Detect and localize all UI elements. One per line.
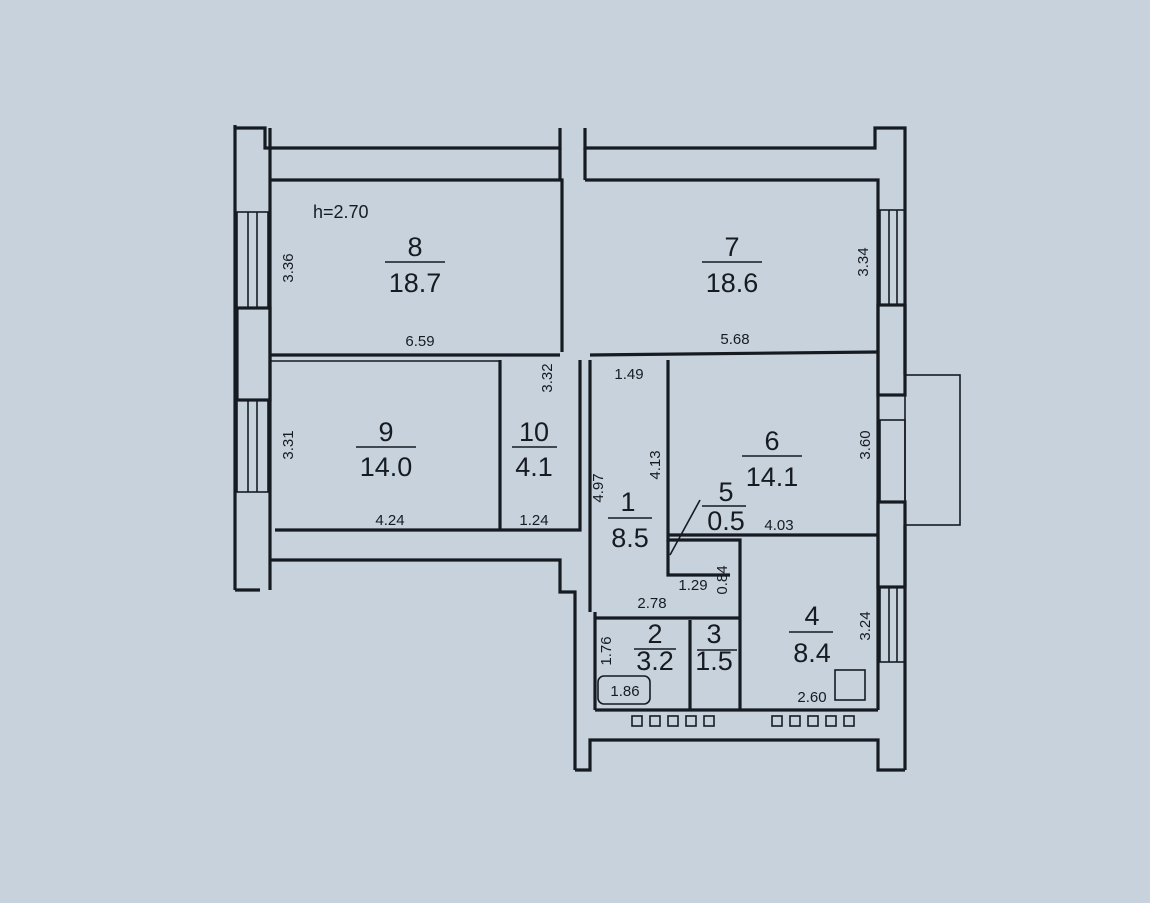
room-number: 6	[764, 426, 779, 456]
room-number: 8	[407, 232, 422, 262]
stove	[834, 669, 866, 701]
window-room-9	[236, 399, 269, 493]
room-area: 1.5	[695, 646, 733, 676]
svg-text:4.97: 4.97	[590, 473, 607, 502]
svg-text:0.84: 0.84	[714, 565, 731, 594]
room-area: 14.0	[360, 452, 413, 482]
svg-text:3.24: 3.24	[857, 611, 874, 640]
svg-text:4.13: 4.13	[647, 450, 664, 479]
room-number: 3	[706, 619, 721, 649]
svg-text:5.68: 5.68	[720, 331, 749, 348]
room-number: 2	[647, 619, 662, 649]
room-number: 9	[378, 417, 393, 447]
room-number: 5	[718, 477, 733, 507]
room-area: 3.2	[636, 646, 674, 676]
svg-text:3.60: 3.60	[857, 430, 874, 459]
svg-text:2.60: 2.60	[797, 689, 826, 706]
room-number: 10	[519, 417, 549, 447]
room-area: 8.5	[611, 523, 649, 553]
svg-text:2.78: 2.78	[637, 595, 666, 612]
room-area: 14.1	[746, 462, 799, 492]
svg-text:1.76: 1.76	[598, 636, 615, 665]
svg-text:3.36: 3.36	[280, 253, 297, 282]
svg-text:3.34: 3.34	[855, 247, 872, 276]
room-number: 4	[804, 601, 819, 631]
room-number: 1	[620, 487, 635, 517]
svg-text:4.03: 4.03	[764, 517, 793, 534]
room-area: 8.4	[793, 638, 831, 668]
balcony	[904, 374, 961, 526]
dimension-labels: 3.36 6.59 3.34 5.68 3.31 4.24 3.32 1.24 …	[280, 247, 874, 706]
room-area: 18.6	[706, 268, 759, 298]
bathtub	[597, 675, 651, 705]
svg-text:3.31: 3.31	[280, 430, 297, 459]
svg-text:3.32: 3.32	[539, 363, 556, 392]
svg-text:4.24: 4.24	[375, 512, 404, 529]
interior-walls	[270, 350, 879, 710]
svg-text:1.86: 1.86	[610, 683, 639, 700]
vents	[631, 715, 855, 727]
svg-text:1.49: 1.49	[614, 366, 643, 383]
room-area: 4.1	[515, 452, 553, 482]
window-room-4	[879, 586, 906, 663]
svg-text:1.24: 1.24	[519, 512, 548, 529]
svg-text:6.59: 6.59	[405, 333, 434, 350]
room-area: 18.7	[389, 268, 442, 298]
room-area: 0.5	[707, 506, 745, 536]
ceiling-height: h=2.70	[313, 202, 369, 222]
room-labels: 8 18.7 7 18.6 9 14.0 10 4.1 6 14.1 1 8.5…	[356, 232, 833, 676]
svg-text:1.29: 1.29	[678, 577, 707, 594]
room-number: 7	[724, 232, 739, 262]
